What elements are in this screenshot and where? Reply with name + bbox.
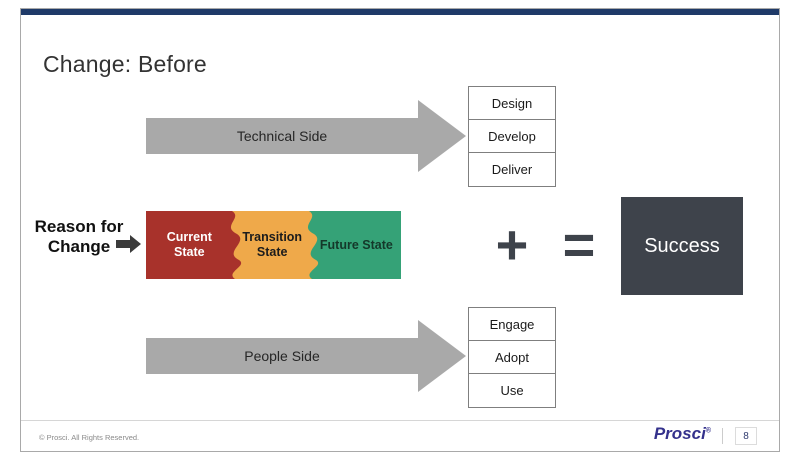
- trademark-symbol: ®: [705, 427, 711, 435]
- reason-arrow-head: [130, 235, 141, 253]
- technical-item-develop: Develop: [469, 120, 555, 153]
- prosci-logo: Prosci®: [654, 424, 711, 444]
- slide: Change: Before Technical Side Design Dev…: [20, 8, 780, 452]
- technical-arrow-label: Technical Side: [236, 128, 328, 144]
- success-box: Success: [621, 197, 743, 295]
- current-state-shape: [146, 211, 242, 279]
- slide-title: Change: Before: [43, 51, 207, 77]
- future-state-label: Future State: [319, 237, 393, 252]
- reason-for-change-label: Reason for Change: [34, 217, 124, 256]
- arrow-head-icon: [418, 320, 466, 392]
- transition-state-label: Transition State: [242, 230, 303, 259]
- slide-footer: © Prosci. All Rights Reserved. Prosci® 8: [21, 420, 779, 451]
- arrow-body: [146, 338, 418, 374]
- technical-outcomes-box: Design Develop Deliver: [468, 86, 556, 187]
- people-item-adopt: Adopt: [469, 341, 555, 374]
- success-label: Success: [644, 234, 720, 257]
- state-banner: Current State Transition State Future St…: [146, 211, 401, 279]
- footer-divider: [722, 428, 723, 444]
- people-item-engage: Engage: [469, 308, 555, 341]
- reason-arrow-body: [116, 240, 130, 248]
- arrow-head-icon: [418, 100, 466, 172]
- people-side-arrow: People Side: [146, 320, 466, 392]
- equals-sign: =: [562, 213, 596, 276]
- people-outcomes-box: Engage Adopt Use: [468, 307, 556, 408]
- plus-sign: +: [495, 213, 529, 276]
- copyright-text: © Prosci. All Rights Reserved.: [39, 433, 140, 442]
- technical-item-design: Design: [469, 87, 555, 120]
- reason-arrow-icon: [116, 235, 142, 253]
- state-banner-graphic: [146, 211, 401, 279]
- technical-item-deliver: Deliver: [491, 162, 533, 177]
- prosci-logo-text: Prosci: [653, 424, 706, 443]
- arrow-body: [146, 118, 418, 154]
- current-state-label: Current State: [166, 230, 212, 259]
- people-item-use: Use: [500, 383, 524, 398]
- page-number: 8: [735, 427, 757, 445]
- people-arrow-label: People Side: [244, 348, 320, 364]
- top-accent-bar: [21, 9, 779, 15]
- technical-side-arrow: Technical Side: [146, 100, 466, 172]
